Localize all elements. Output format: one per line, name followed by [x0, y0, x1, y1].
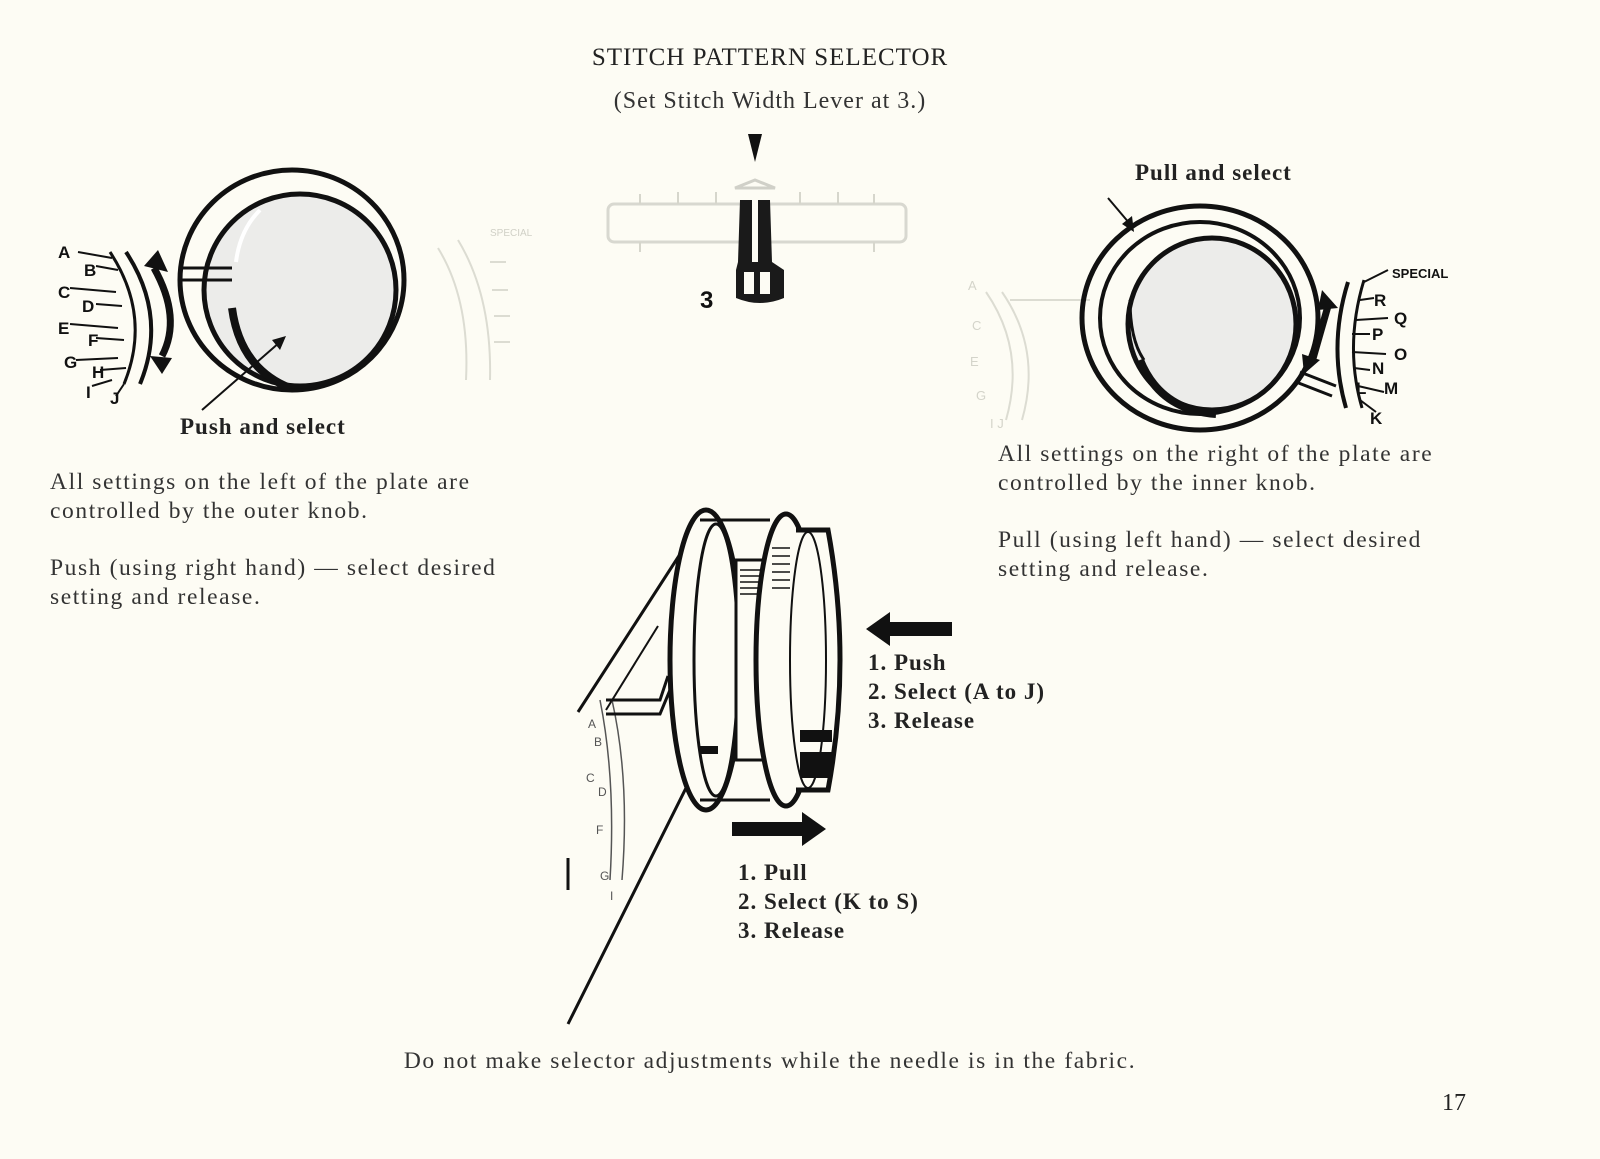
- dial-letter-p: P: [1372, 325, 1383, 344]
- pull-arrow-icon: [802, 812, 826, 846]
- pull-arrow-shaft: [732, 822, 810, 836]
- push-arrow-icon: [866, 612, 890, 646]
- svg-text:G: G: [976, 388, 986, 403]
- dial-letter-c: C: [58, 283, 70, 302]
- svg-text:E: E: [970, 354, 979, 369]
- push-arrow-shaft: [884, 622, 952, 636]
- stitch-width-lever-illustration: 3: [606, 134, 908, 314]
- dial-letter-r: R: [1374, 291, 1386, 310]
- pull-step-3: 3. Release: [738, 918, 846, 943]
- right-paragraph-2: Pull (using left hand) — select desired …: [998, 527, 1422, 582]
- svg-text:F: F: [596, 823, 603, 837]
- left-instructions: All settings on the left of the plate ar…: [50, 468, 530, 640]
- dial-label-special: SPECIAL: [1392, 266, 1448, 281]
- push-steps-list: 1. Push 2. Select (A to J) 3. Release: [868, 648, 1045, 735]
- svg-text:G: G: [600, 869, 609, 883]
- page-subtitle: (Set Stitch Width Lever at 3.): [613, 88, 927, 114]
- dial-letter-j: J: [110, 389, 119, 408]
- page-title: STITCH PATTERN SELECTOR: [591, 44, 949, 71]
- right-instructions: All settings on the right of the plate a…: [998, 440, 1478, 612]
- rotate-arrow-icon: [150, 266, 174, 358]
- push-step-1: 1. Push: [868, 650, 947, 675]
- svg-text:A: A: [588, 717, 596, 731]
- page-number: 17: [1442, 1090, 1466, 1116]
- svg-text:C: C: [586, 771, 595, 785]
- push-step-2: 2. Select (A to J): [868, 679, 1046, 704]
- outer-knob: [1079, 203, 1321, 433]
- right-dial-illustration: A C E G I J SPECIAL R Q: [968, 197, 1448, 433]
- dial-letter-n: N: [1372, 359, 1384, 378]
- pull-step-1: 1. Pull: [738, 860, 808, 885]
- left-paragraph-2: Push (using right hand) — select desired…: [50, 555, 497, 610]
- dial-letter-q: Q: [1394, 309, 1407, 328]
- pull-pointer-arrow: [1107, 197, 1131, 225]
- rotate-arrow-icon: [1308, 305, 1332, 363]
- dial-letter-f: F: [88, 331, 98, 350]
- svg-text:I: I: [610, 889, 613, 903]
- svg-text:B: B: [594, 735, 602, 749]
- down-pointer-icon: [748, 134, 762, 162]
- svg-text:A: A: [968, 278, 977, 293]
- dial-letter-d: D: [82, 297, 94, 316]
- dial-letter-g: G: [64, 353, 77, 372]
- dial-letter-m: M: [1384, 379, 1398, 398]
- footer-warning: Do not make selector adjustments while t…: [403, 1048, 1137, 1074]
- knob-side-view-illustration: AB C D F G I: [566, 507, 952, 1025]
- right-dial-plate: [1335, 281, 1350, 409]
- dial-letter-h: H: [92, 363, 104, 382]
- svg-text:SPECIAL: SPECIAL: [490, 228, 533, 239]
- pull-and-select-caption: Pull and select: [1135, 160, 1292, 185]
- dial-letter-i: I: [86, 383, 91, 402]
- dial-letter-k: K: [1370, 409, 1383, 428]
- push-pointer-arrow: [201, 341, 281, 411]
- svg-text:C: C: [972, 318, 981, 333]
- left-paragraph-1: All settings on the left of the plate ar…: [50, 469, 471, 524]
- dial-letter-o: O: [1394, 345, 1407, 364]
- pull-step-2: 2. Select (K to S): [738, 889, 919, 914]
- svg-text:I J: I J: [990, 416, 1004, 431]
- right-paragraph-1: All settings on the right of the plate a…: [998, 441, 1434, 496]
- dial-letter-a: A: [58, 243, 70, 262]
- inner-knob-face: [201, 191, 399, 389]
- left-dial-plate: [124, 250, 154, 385]
- pull-steps-list: 1. Pull 2. Select (K to S) 3. Release: [738, 858, 919, 945]
- dial-letter-b: B: [84, 261, 96, 280]
- push-and-select-caption: Push and select: [180, 414, 346, 439]
- lever-setting-label: 3: [700, 287, 713, 314]
- push-step-3: 3. Release: [868, 708, 976, 733]
- left-dial-illustration: SPECIAL A B C D E F: [58, 167, 533, 411]
- svg-text:D: D: [598, 785, 607, 799]
- dial-letter-e: E: [58, 319, 69, 338]
- dial-letter-l: L: [1356, 379, 1366, 398]
